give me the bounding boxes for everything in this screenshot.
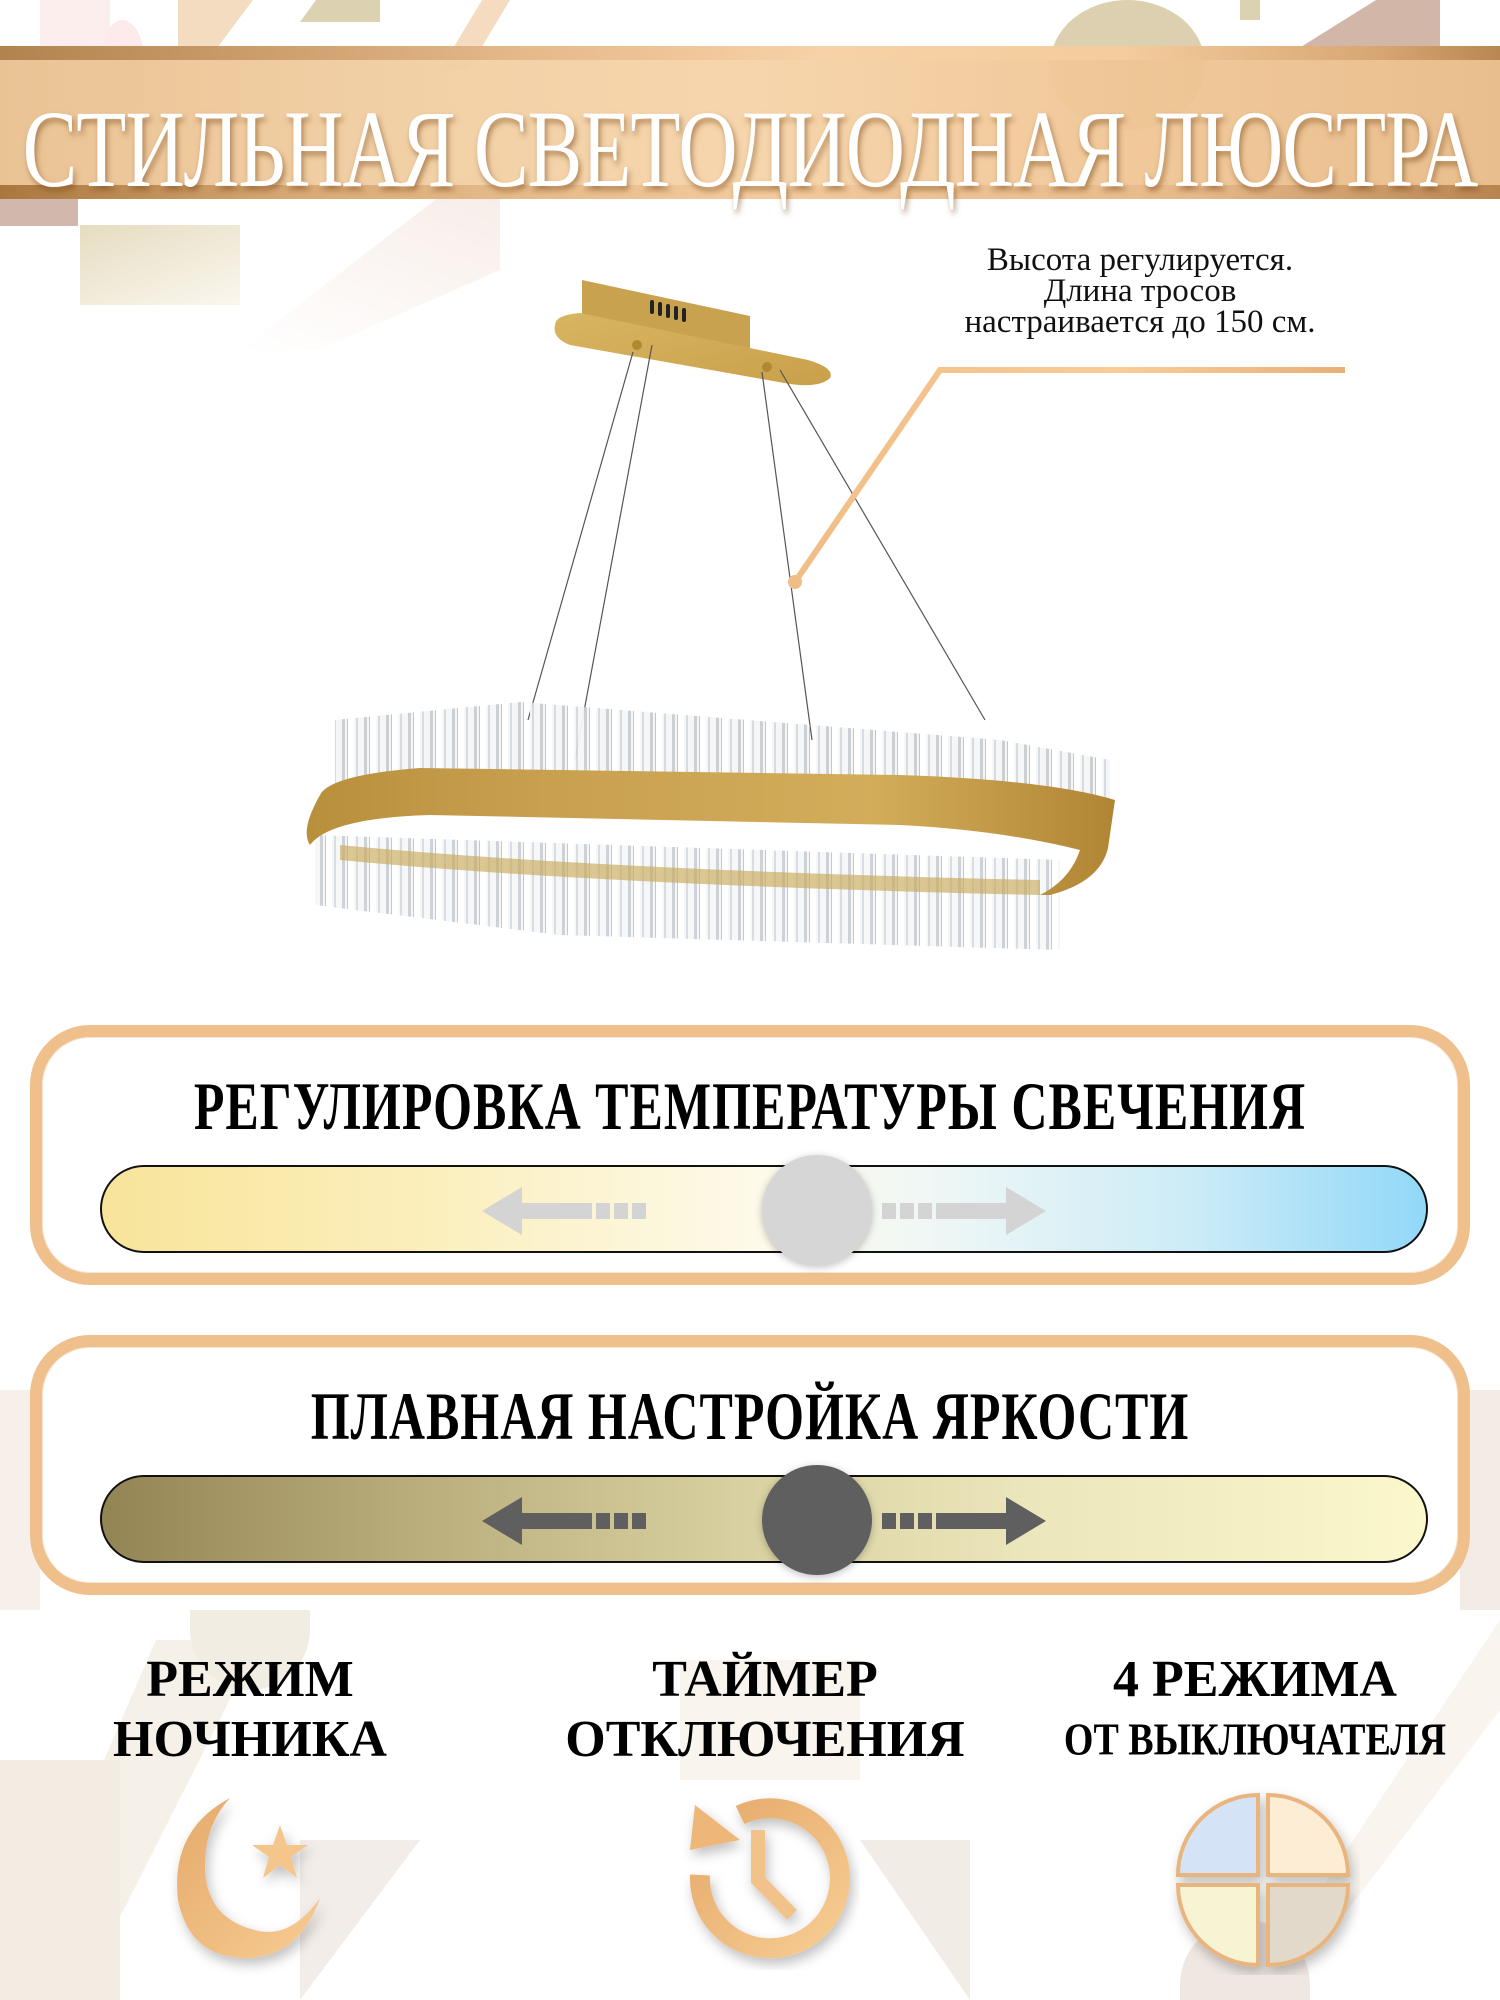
right-arrow-icon <box>882 1497 1046 1545</box>
callout-leader-line <box>788 367 1345 589</box>
feature-night-mode: РЕЖИМ НОЧНИКА <box>70 1650 430 1770</box>
banner-body <box>0 60 1500 185</box>
feature-title: РЕЖИМ <box>146 1651 354 1708</box>
suspension-cables <box>527 344 986 761</box>
height-callout: Высота регулируется. Длина тросов настра… <box>880 242 1400 340</box>
brightness-panel: ПЛАВНАЯ НАСТРОЙКА ЯРКОСТИ <box>30 1335 1470 1595</box>
feature-subtitle: ОТ ВЫКЛЮЧАТЕЛЯ <box>1063 1714 1447 1766</box>
right-arrow-icon <box>882 1187 1046 1235</box>
timer-clock-icon <box>689 1798 850 1959</box>
color-temperature-panel: РЕГУЛИРОВКА ТЕМПЕРАТУРЫ СВЕЧЕНИЯ <box>30 1025 1470 1285</box>
callout-line-2: Длина тросов <box>1043 273 1237 309</box>
temperature-panel-title: РЕГУЛИРОВКА ТЕМПЕРАТУРЫ СВЕЧЕНИЯ <box>193 1068 1307 1144</box>
gold-ring-band <box>306 768 1116 895</box>
ceiling-canopy <box>554 280 831 386</box>
feature-four-modes: 4 РЕЖИМА ОТ ВЫКЛЮЧАТЕЛЯ <box>1040 1650 1470 1770</box>
moon-star-icon <box>177 1798 320 1959</box>
feature-subtitle: НОЧНИКА <box>113 1711 387 1768</box>
feature-title: 4 РЕЖИМА <box>1113 1651 1397 1708</box>
feature-subtitle: ОТКЛЮЧЕНИЯ <box>565 1711 965 1768</box>
title-banner: СТИЛЬНАЯ СВЕТОДИОДНАЯ ЛЮСТРА <box>0 46 1500 210</box>
feature-title: ТАЙМЕР <box>652 1651 878 1708</box>
feature-off-timer: ТАЙМЕР ОТКЛЮЧЕНИЯ <box>530 1650 1000 1770</box>
brightness-panel-title: ПЛАВНАЯ НАСТРОЙКА ЯРКОСТИ <box>310 1378 1190 1454</box>
temperature-slider-knob[interactable] <box>762 1155 872 1265</box>
page-title: СТИЛЬНАЯ СВЕТОДИОДНАЯ ЛЮСТРА <box>22 87 1479 211</box>
color-temperature-slider[interactable] <box>100 1155 1428 1265</box>
callout-line-3: настраивается до 150 см. <box>964 304 1316 340</box>
banner-stripe-top <box>0 46 1500 60</box>
chandelier-illustration <box>306 280 1345 950</box>
banner-stripe-bottom <box>0 185 1500 199</box>
brightness-slider[interactable] <box>100 1465 1428 1575</box>
four-modes-icon <box>1175 1792 1351 1968</box>
left-arrow-icon <box>482 1497 646 1545</box>
brightness-slider-knob[interactable] <box>762 1465 872 1575</box>
left-arrow-icon <box>482 1187 646 1235</box>
callout-line-1: Высота регулируется. <box>986 242 1294 278</box>
